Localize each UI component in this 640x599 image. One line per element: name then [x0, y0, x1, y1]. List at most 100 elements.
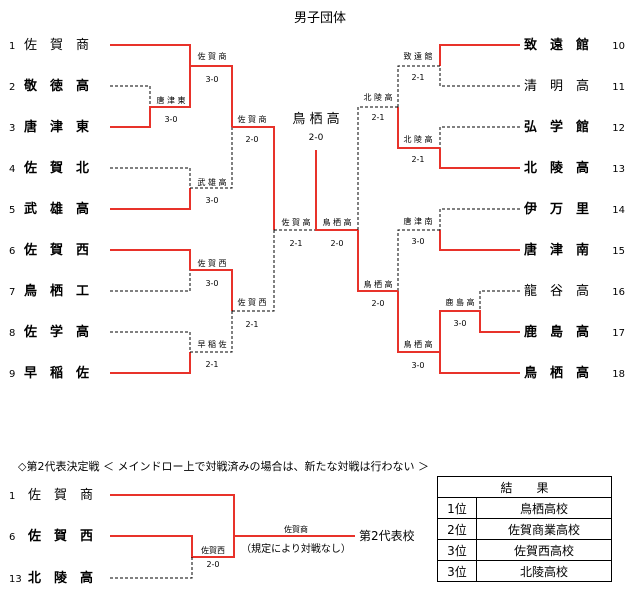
table-row: 1位鳥栖高校 — [437, 497, 612, 519]
match-winner-label: 鳥 栖 高 — [363, 279, 392, 289]
results-table: 結 果 1位鳥栖高校 2位佐賀商業高校 3位佐賀西高校 3位北陵高校 — [437, 476, 612, 582]
match-score: 2-1 — [371, 113, 384, 122]
bracket-line — [110, 249, 191, 270]
team-name: 佐 賀 商 — [28, 488, 93, 503]
match-winner-label: 鹿 島 高 — [445, 297, 474, 307]
match-score: 2-1 — [205, 360, 218, 369]
match-score: 3-0 — [411, 361, 424, 370]
seed-number: 6 — [9, 532, 15, 543]
team-name: 北 陵 高 — [28, 570, 93, 586]
seed-number: 1 — [9, 491, 15, 502]
match-winner-label: 佐賀商 — [284, 524, 308, 534]
bracket-line — [190, 269, 233, 311]
bracket-line — [110, 188, 191, 210]
match-winner-label: 唐 津 南 — [403, 216, 432, 226]
bracket-line — [439, 148, 520, 169]
bracket-line — [110, 494, 355, 537]
seed-number: 13 — [612, 164, 625, 175]
team-name: 佐 学 高 — [23, 324, 89, 340]
match-score: 3-0 — [453, 319, 466, 328]
bracket-line — [439, 352, 520, 374]
second-rep-label: 第2代表校 — [359, 528, 415, 543]
team-name: 鳥 栖 高 — [524, 365, 589, 381]
team-name: 龍 谷 高 — [524, 283, 589, 299]
team-name: 敬 徳 高 — [23, 78, 89, 94]
bracket-line — [190, 127, 233, 189]
match-score: 3-0 — [205, 196, 218, 205]
team-name: 弘 学 館 — [524, 119, 589, 135]
bracket-line — [439, 44, 520, 66]
bracket-line — [110, 44, 191, 66]
second-section-title: ◇第2代表決定戦 ＜ メインドロー上で対戦済みの場合は、新たな対戦は行わない ＞ — [18, 459, 429, 473]
bracket-line — [110, 557, 193, 579]
seed-number: 17 — [612, 328, 625, 339]
bracket-line — [397, 65, 440, 107]
table-row: 2位佐賀商業高校 — [437, 518, 612, 540]
bracket-line — [439, 230, 520, 251]
match-winner-label: 致 遠 館 — [403, 51, 432, 61]
team-name: 佐 賀 商 — [24, 38, 89, 53]
bracket-line — [479, 290, 520, 311]
match-score: 2-1 — [245, 320, 258, 329]
team-name: 早 稲 佐 — [24, 365, 89, 381]
seed-number: 18 — [612, 369, 625, 380]
bracket-line — [315, 150, 358, 231]
seed-number: 8 — [9, 328, 15, 339]
seed-number: 16 — [612, 287, 625, 298]
page-title: 男子団体 — [294, 11, 346, 26]
bracket-line — [110, 66, 191, 128]
bracket-line — [110, 331, 191, 352]
team-name: 北 陵 高 — [524, 160, 589, 176]
match-score: 2-0 — [245, 135, 258, 144]
match-winner-label: 唐 津 東 — [156, 95, 185, 105]
match-score: 2-1 — [411, 73, 424, 82]
match-score: 2-0 — [330, 239, 343, 248]
bracket-line — [397, 291, 440, 353]
team-name: 唐 津 南 — [524, 242, 589, 258]
bracket-line — [357, 230, 398, 292]
seed-number: 4 — [9, 164, 15, 175]
match-score: 2-0 — [206, 560, 219, 569]
team-name: 鳥 栖 工 — [24, 283, 89, 299]
match-winner-label: 佐 賀 商 — [237, 114, 266, 124]
team-name: 佐 賀 北 — [23, 160, 89, 176]
match-winner-label: 佐 賀 商 — [197, 51, 226, 61]
bracket-line — [439, 310, 520, 352]
seed-number: 7 — [9, 287, 15, 298]
team-name: 唐 津 東 — [24, 119, 89, 135]
seed-number: 3 — [9, 123, 15, 134]
seed-number: 1 — [9, 41, 15, 52]
match-score: 3-0 — [411, 237, 424, 246]
seed-number: 6 — [9, 246, 15, 257]
team-name: 致 遠 館 — [524, 37, 589, 53]
results-header: 結 果 — [437, 476, 612, 498]
match-score: 3-0 — [205, 279, 218, 288]
bracket-line — [397, 107, 440, 149]
bracket-line — [110, 85, 151, 107]
match-score: 2-1 — [289, 239, 302, 248]
bracket-line — [232, 126, 275, 230]
seed-number: 10 — [612, 41, 625, 52]
match-winner-label: 佐 賀 高 — [281, 217, 310, 227]
match-winner-label: 北 陵 高 — [363, 92, 392, 102]
match-winner-label: 佐 賀 西 — [237, 297, 266, 307]
match-winner-label: 早 稲 佐 — [197, 339, 226, 349]
seed-number: 14 — [612, 205, 625, 216]
match-winner-label: 武 雄 高 — [197, 177, 226, 187]
seed-number: 11 — [612, 82, 625, 93]
bracket-line — [439, 208, 520, 230]
match-score: 2-0 — [371, 299, 384, 308]
seed-number: 9 — [9, 369, 15, 380]
seed-number: 15 — [612, 246, 625, 257]
match-note: （規定により対戦なし） — [241, 542, 351, 555]
team-name: 伊 万 里 — [523, 201, 589, 217]
bracket-line — [439, 126, 520, 148]
match-winner-label: 鳥 栖 高 — [403, 339, 432, 349]
champion-name: 鳥 栖 高 — [292, 111, 339, 127]
match-score: 2-1 — [411, 155, 424, 164]
match-score: 3-0 — [205, 75, 218, 84]
team-name: 武 雄 高 — [24, 201, 89, 217]
bracket-line — [232, 230, 275, 312]
match-winner-label: 鳥 栖 高 — [322, 217, 351, 227]
